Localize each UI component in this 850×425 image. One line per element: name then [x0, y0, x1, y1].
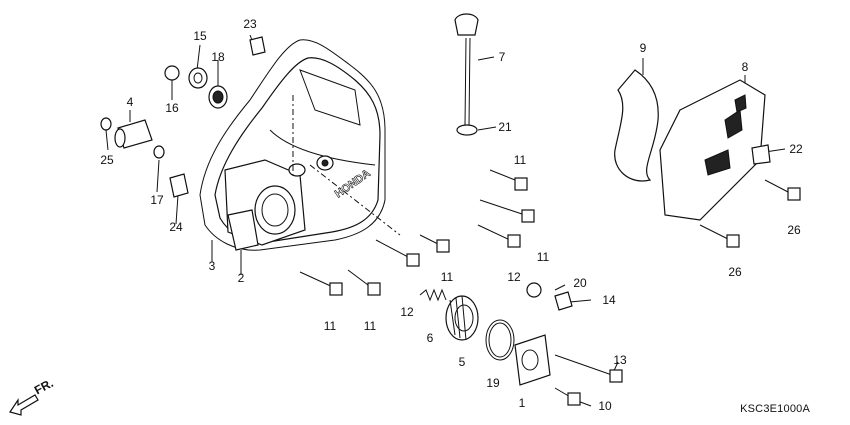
callout-11b: 11: [536, 250, 550, 264]
callout-22: 22: [789, 142, 803, 156]
callout-7: 7: [498, 50, 506, 64]
callout-16: 16: [165, 101, 179, 115]
callout-2: 2: [237, 271, 245, 285]
callout-9: 9: [639, 41, 647, 55]
front-direction-arrow: [9, 394, 39, 416]
callout-11e: 11: [363, 319, 377, 333]
callout-25: 25: [100, 153, 114, 167]
callout-5: 5: [458, 355, 466, 369]
callout-24: 24: [169, 220, 183, 234]
callout-11c: 11: [440, 270, 454, 284]
callout-4: 4: [126, 95, 134, 109]
callout-10: 10: [598, 399, 612, 413]
gasket: [199, 39, 386, 251]
callout-1: 1: [518, 396, 526, 410]
callout-17: 17: [150, 193, 164, 207]
callout-26b: 26: [728, 265, 742, 279]
bolts: [299, 169, 801, 406]
callout-19: 19: [486, 376, 500, 390]
callout-23: 23: [243, 17, 257, 31]
callout-12b: 12: [400, 305, 414, 319]
callout-3: 3: [208, 259, 216, 273]
callout-18: 18: [211, 50, 225, 64]
callout-13: 13: [613, 353, 627, 367]
callout-21: 21: [498, 120, 512, 134]
callout-15: 15: [193, 29, 207, 43]
callout-12a: 12: [507, 270, 521, 284]
callout-8: 8: [741, 60, 749, 74]
callout-20: 20: [573, 276, 587, 290]
callout-26a: 26: [787, 223, 801, 237]
diagram-code: KSC3E1000A: [740, 403, 810, 415]
callout-11d: 11: [323, 319, 337, 333]
callout-6: 6: [426, 331, 434, 345]
leader-lines: [105, 34, 786, 407]
callout-14: 14: [602, 293, 616, 307]
callout-11a: 11: [513, 153, 527, 167]
